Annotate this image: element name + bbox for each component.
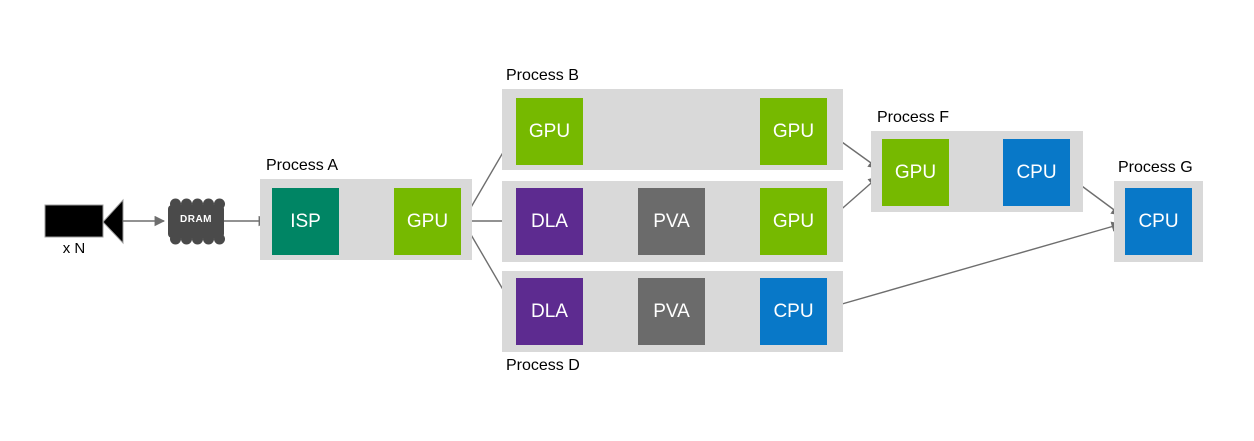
process-f-label: Process F [877, 109, 950, 126]
camera-count-label: x N [62, 240, 86, 257]
process-d-cpu-block: CPU [760, 278, 827, 345]
process-middle-pva-block: PVA [638, 188, 705, 255]
process-b-label: Process B [506, 67, 579, 84]
process-g-cpu-block: CPU [1125, 188, 1192, 255]
process-f-gpu-block: GPU [882, 139, 949, 206]
process-middle-gpu-block: GPU [760, 188, 827, 255]
dram-chip-icon [168, 198, 225, 245]
process-b-gpu2-block: GPU [760, 98, 827, 165]
process-middle-dla-block: DLA [516, 188, 583, 255]
camera-icon [44, 198, 124, 245]
process-a-isp-block: ISP [272, 188, 339, 255]
process-g-label: Process G [1118, 159, 1193, 176]
process-a-gpu-block: GPU [394, 188, 461, 255]
process-b-gpu1-block: GPU [516, 98, 583, 165]
arrow-processD-to-processG [827, 221, 1123, 309]
process-d-dla-block: DLA [516, 278, 583, 345]
process-f-cpu-block: CPU [1003, 139, 1070, 206]
process-d-pva-block: PVA [638, 278, 705, 345]
process-a-label: Process A [266, 157, 339, 174]
process-d-label: Process D [506, 357, 580, 374]
dram-label: DRAM [180, 214, 212, 225]
